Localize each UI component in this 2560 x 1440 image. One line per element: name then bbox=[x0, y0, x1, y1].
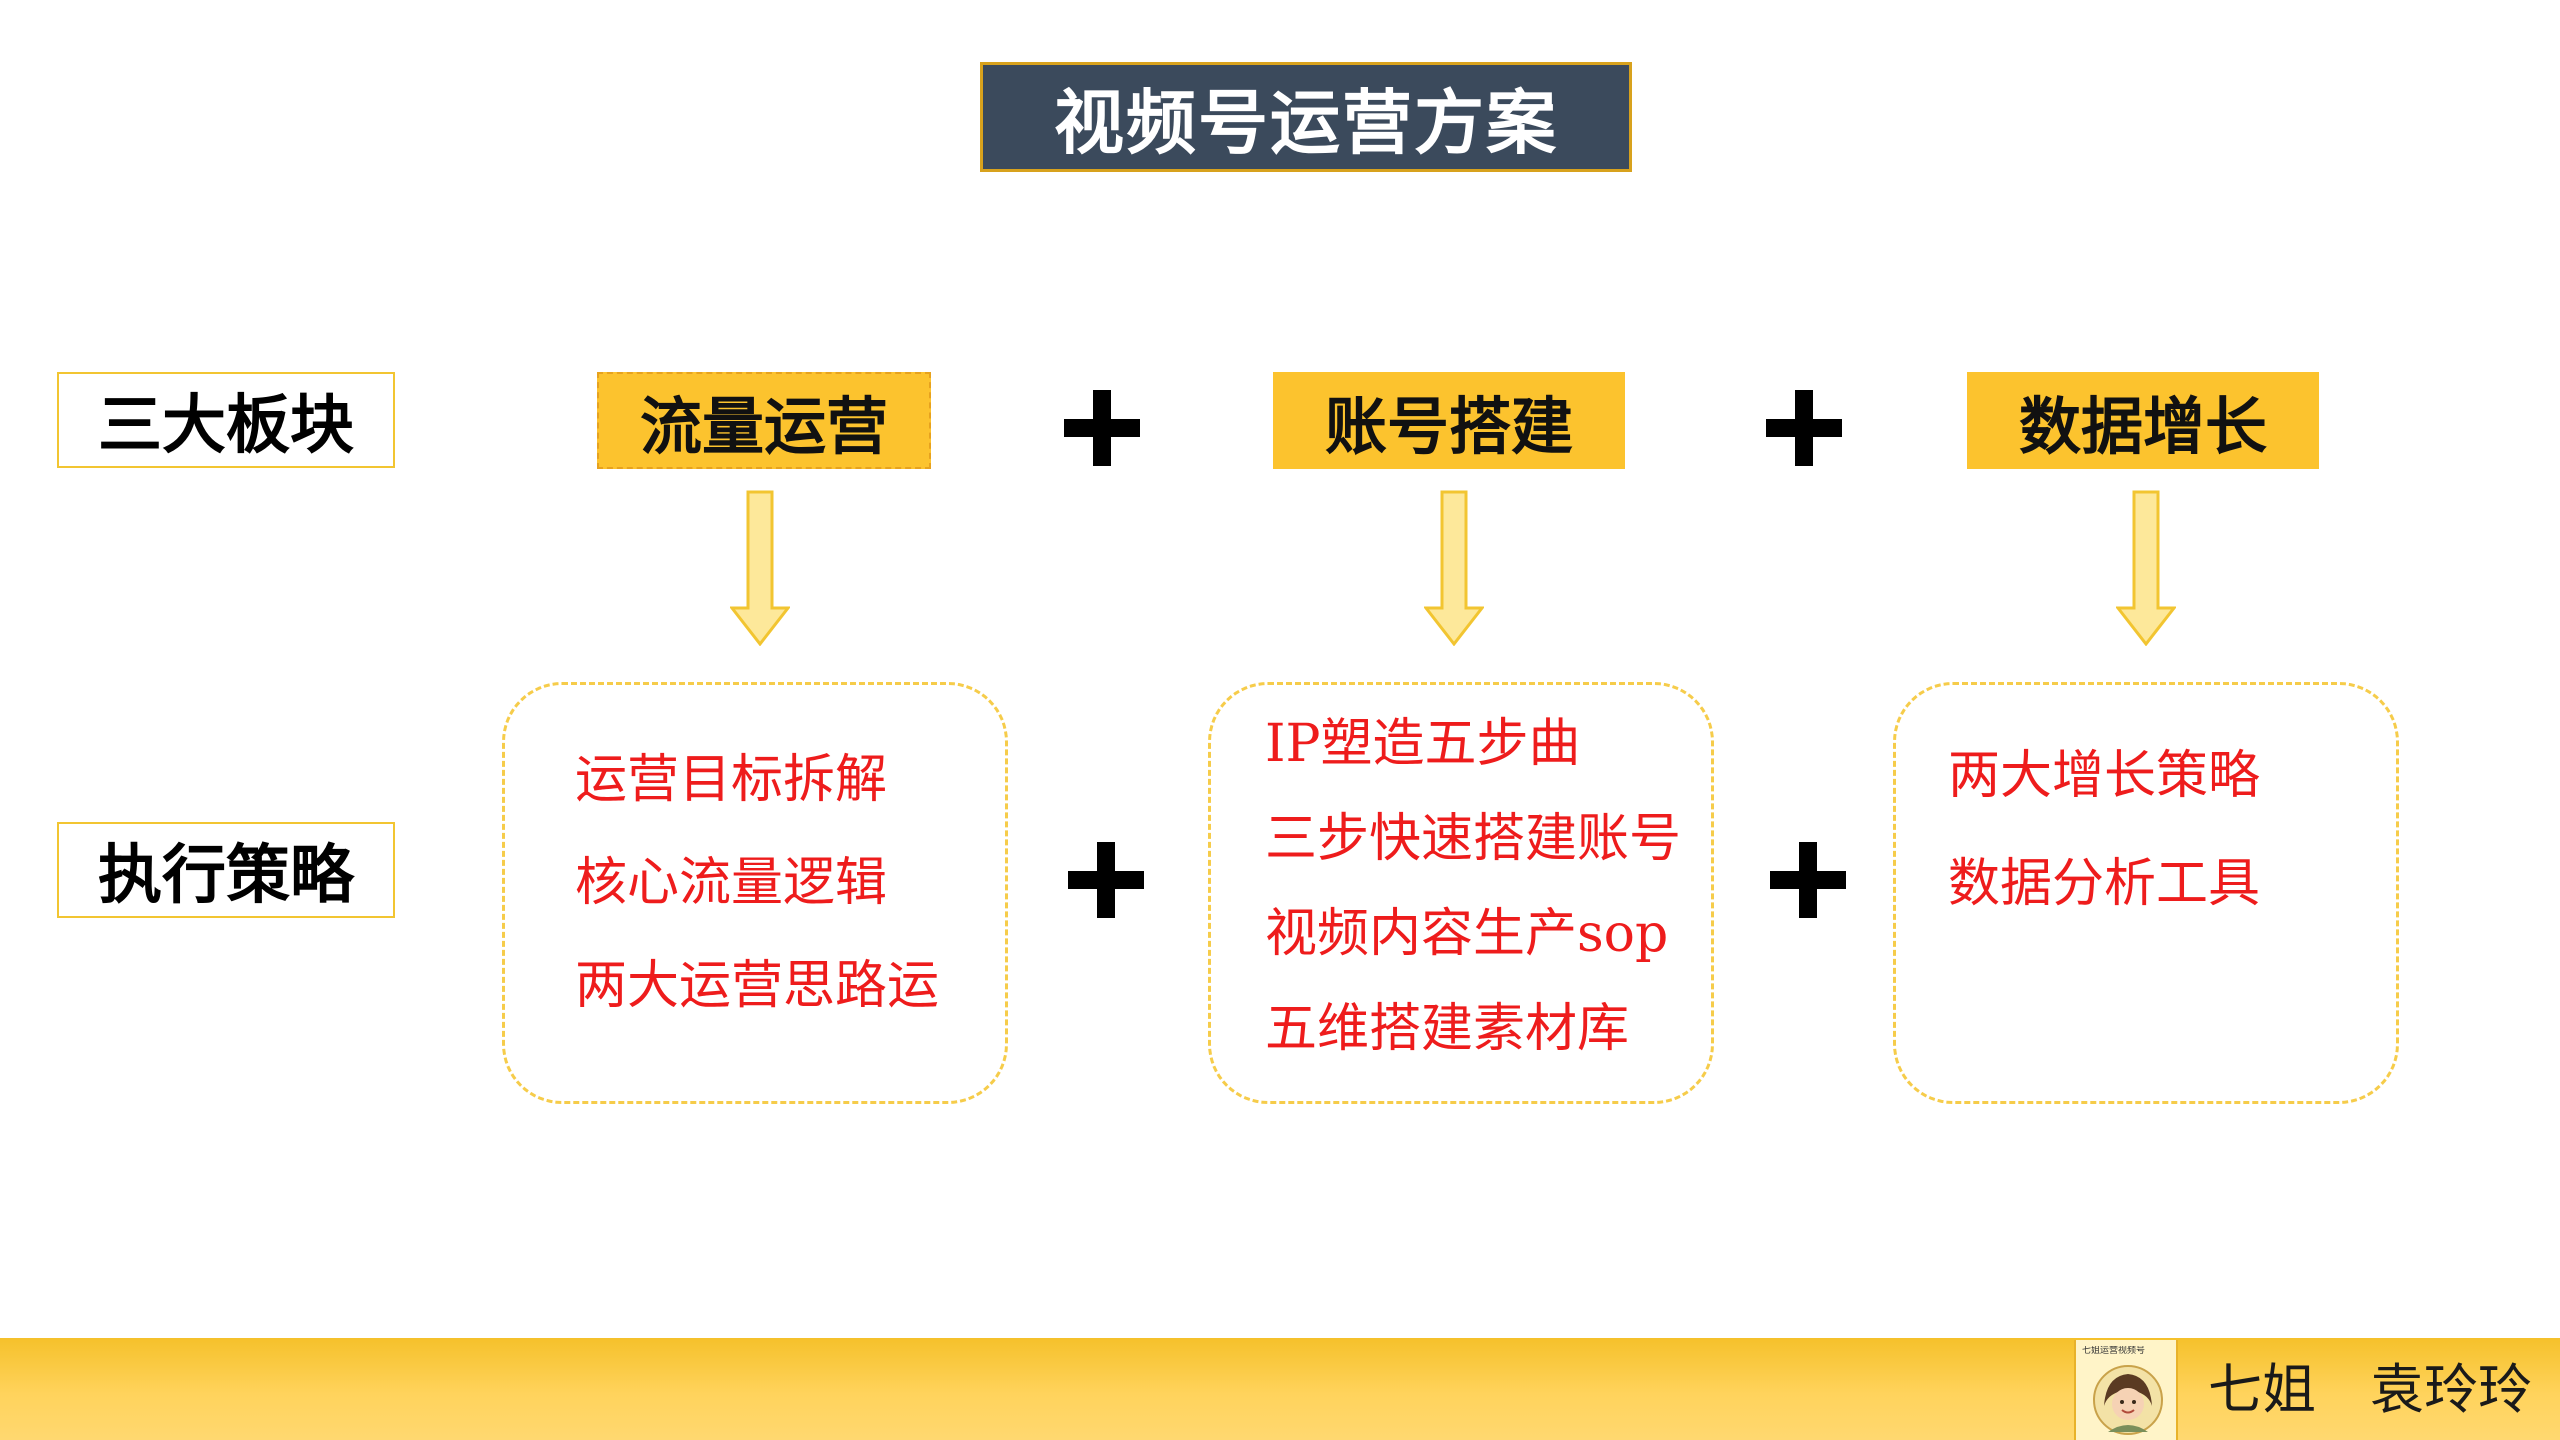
plus-icon bbox=[1064, 390, 1140, 466]
row-label-modules: 三大板块 bbox=[57, 372, 395, 468]
strategy-item: 核心流量逻辑 bbox=[575, 853, 888, 913]
plus-icon bbox=[1770, 842, 1846, 918]
strategy-item: 运营目标拆解 bbox=[575, 750, 888, 810]
row-label-strategies: 执行策略 bbox=[57, 822, 395, 918]
strategy-item: 数据分析工具 bbox=[1948, 854, 2261, 914]
plus-icon bbox=[1766, 390, 1842, 466]
strategy-item: 三步快速搭建账号 bbox=[1265, 809, 1682, 869]
author-name: 七姐 bbox=[2208, 1358, 2316, 1421]
plus-icon bbox=[1068, 842, 1144, 918]
arrow-down-icon bbox=[730, 490, 790, 646]
strategy-box-growth: 两大增长策略 数据分析工具 bbox=[1893, 682, 2399, 1104]
avatar-caption: 七姐运营视频号 bbox=[2082, 1346, 2146, 1356]
strategy-box-account: IP塑造五步曲 三步快速搭建账号 视频内容生产sop 五维搭建素材库 bbox=[1208, 682, 1714, 1104]
strategy-box-traffic: 运营目标拆解 核心流量逻辑 两大运营思路运 bbox=[502, 682, 1008, 1104]
strategy-item: 视频内容生产sop bbox=[1265, 904, 1669, 964]
avatar: 七姐运营视频号 bbox=[2074, 1340, 2178, 1440]
page-title: 视频号运营方案 bbox=[980, 62, 1632, 172]
author-name: 袁玲玲 bbox=[2370, 1358, 2532, 1421]
strategy-list: 运营目标拆解 核心流量逻辑 两大运营思路运 bbox=[575, 745, 995, 1054]
strategy-list: IP塑造五步曲 三步快速搭建账号 视频内容生产sop 五维搭建素材库 bbox=[1265, 709, 1701, 1089]
avatar-icon bbox=[2093, 1365, 2163, 1435]
arrow-down-icon bbox=[2116, 490, 2176, 646]
module-data-growth: 数据增长 bbox=[1967, 372, 2319, 469]
strategy-item: 两大增长策略 bbox=[1948, 746, 2261, 806]
strategy-item: 两大运营思路运 bbox=[575, 956, 940, 1016]
strategy-list: 两大增长策略 数据分析工具 bbox=[1948, 741, 2386, 957]
arrow-down-icon bbox=[1424, 490, 1484, 646]
strategy-item: 五维搭建素材库 bbox=[1265, 999, 1630, 1059]
strategy-item: IP塑造五步曲 bbox=[1265, 714, 1581, 774]
module-traffic-operation: 流量运营 bbox=[597, 372, 931, 469]
module-account-building: 账号搭建 bbox=[1273, 372, 1625, 469]
